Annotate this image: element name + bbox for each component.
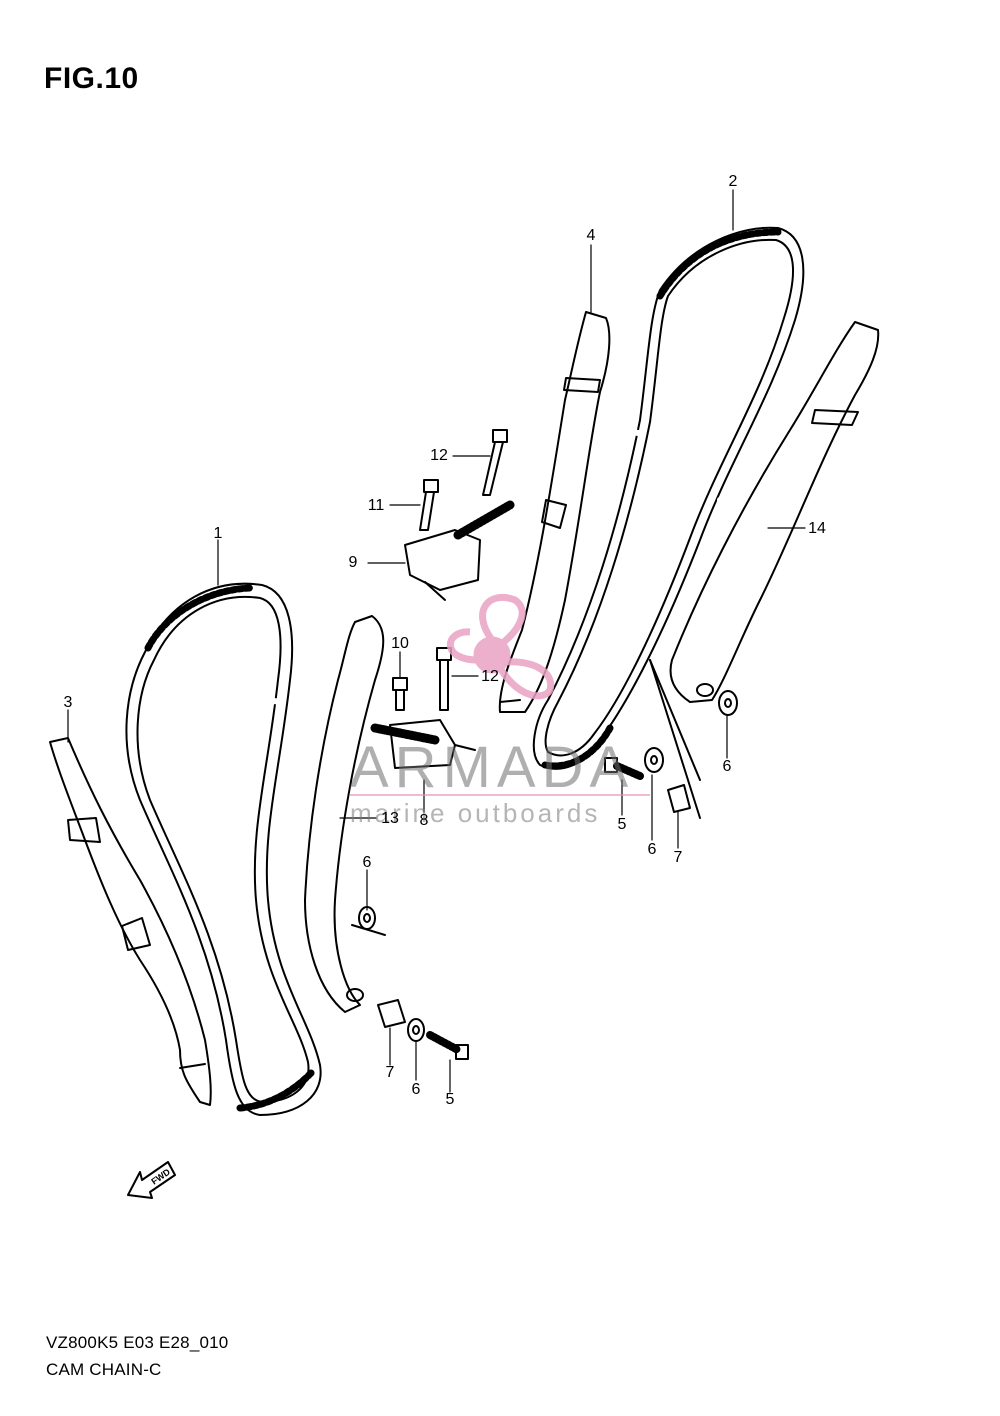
part-label-13: 13	[381, 810, 399, 827]
bolt-10	[392, 677, 408, 711]
figure-title: FIG.10	[44, 62, 139, 95]
part-label-6-rear: 6	[647, 841, 657, 858]
fwd-arrow-icon	[127, 1161, 176, 1199]
part-label-3: 3	[63, 694, 73, 711]
bolt-5-front	[426, 1031, 469, 1060]
spacer-7-front	[377, 999, 406, 1028]
section-name: CAM CHAIN-C	[46, 1360, 162, 1379]
washer-6-far-rear	[718, 690, 738, 716]
chain-tensioner-front	[49, 737, 212, 1106]
chain-tensioner-rear	[649, 321, 880, 819]
tensioner-adjuster-front	[370, 719, 476, 769]
washer-6-upper	[351, 906, 386, 936]
chain-guide-front	[304, 615, 385, 1013]
part-label-11: 11	[367, 497, 385, 514]
part-label-9: 9	[348, 554, 358, 571]
part-label-10: 10	[391, 635, 409, 652]
part-label-1: 1	[213, 525, 223, 542]
part-label-5-rear: 5	[617, 816, 627, 833]
chain-guide-rear	[498, 311, 611, 713]
model-code: VZ800K5 E03 E28_010	[46, 1333, 229, 1352]
part-label-12-upper: 12	[430, 447, 448, 464]
bolt-11	[419, 479, 439, 531]
cam-chain-front	[125, 582, 322, 1116]
part-label-7-rear: 7	[673, 849, 683, 866]
watermark-propeller-icon	[446, 593, 555, 700]
part-label-8: 8	[419, 812, 429, 829]
part-label-14: 14	[808, 520, 826, 537]
tensioner-adjuster-rear	[404, 500, 515, 601]
watermark-brand: ARMADA	[350, 735, 635, 800]
part-label-4: 4	[586, 227, 596, 244]
part-label-6-far-rear: 6	[722, 758, 732, 775]
watermark-tagline: marine outboards	[350, 798, 601, 828]
leader-lines	[67, 189, 806, 1093]
washer-6-front	[407, 1018, 425, 1042]
cam-chain-rear	[532, 226, 805, 770]
part-label-6-upper: 6	[362, 854, 372, 871]
spacer-7-rear	[667, 784, 691, 813]
part-label-2: 2	[728, 173, 738, 190]
bolt-5-rear	[604, 757, 644, 780]
part-label-6-front: 6	[411, 1081, 421, 1098]
watermark-rule	[350, 794, 650, 796]
bolt-12-upper	[482, 429, 508, 496]
bolt-12-lower	[436, 647, 452, 711]
part-label-7-front: 7	[385, 1064, 395, 1081]
part-label-12-lower: 12	[481, 668, 499, 685]
part-label-5-front: 5	[445, 1091, 455, 1108]
washer-6-rear	[644, 747, 664, 773]
